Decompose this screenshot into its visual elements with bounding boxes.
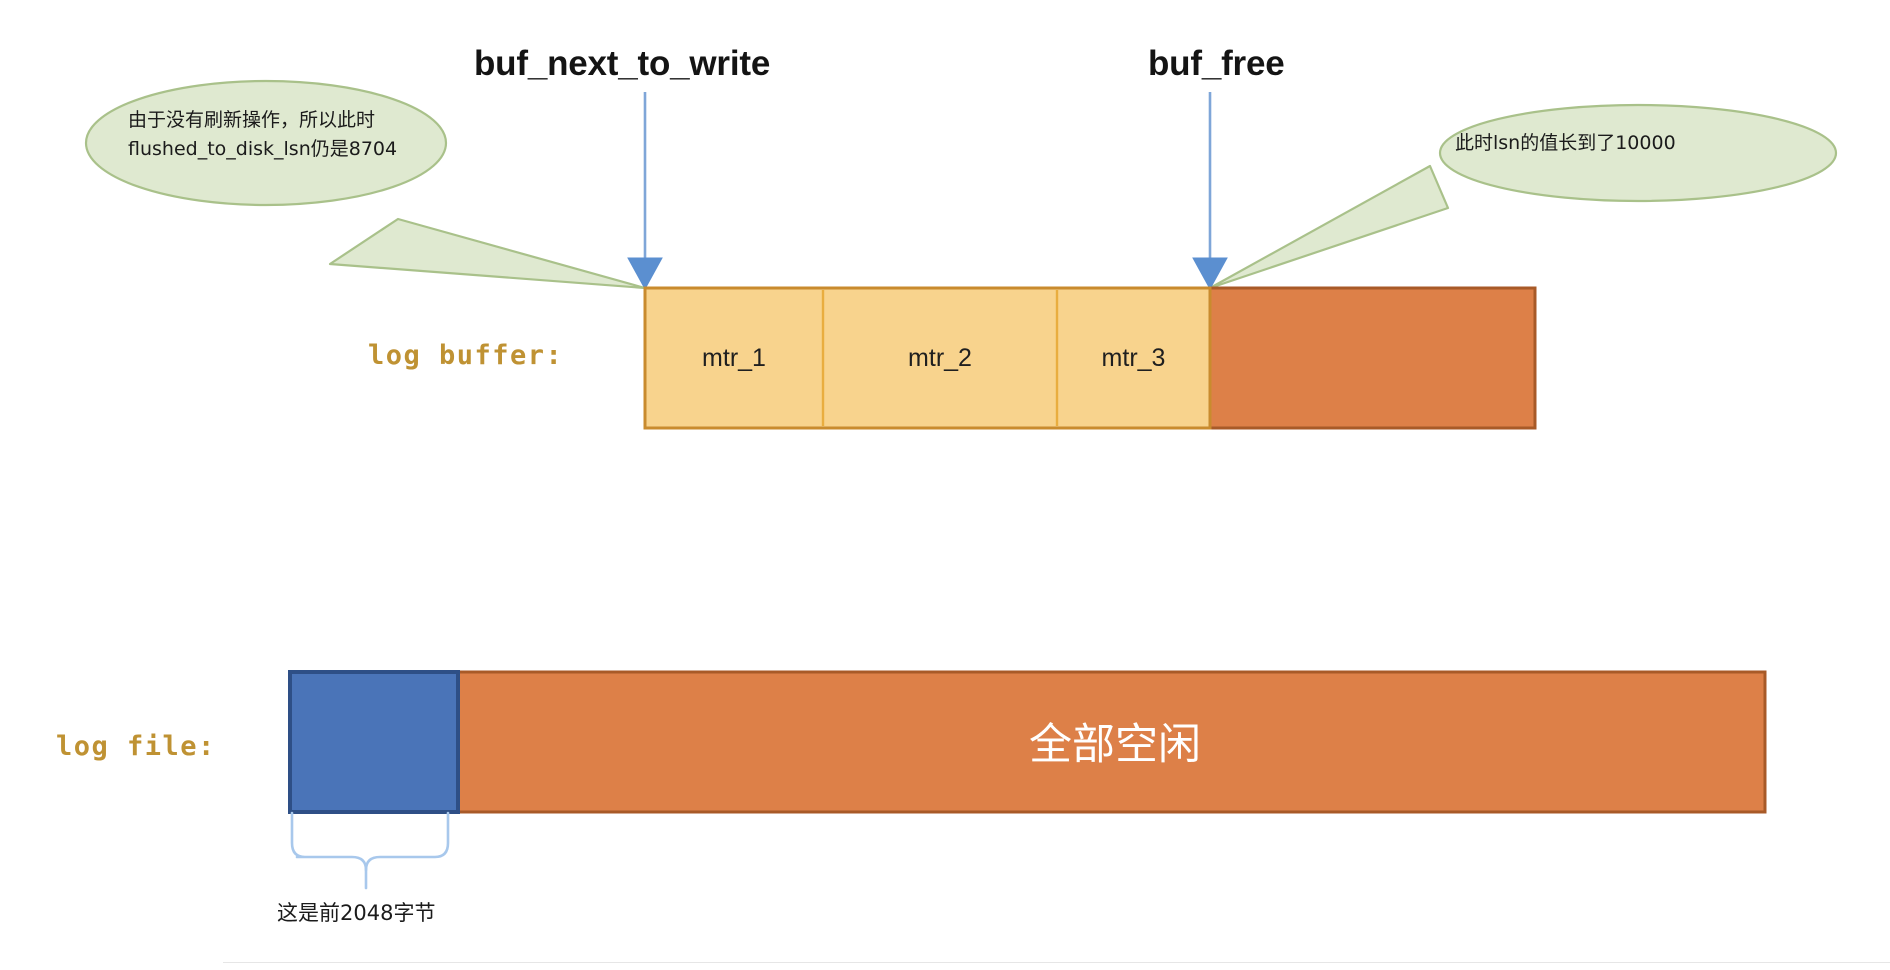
pointer-label-buf-free: buf_free (1148, 44, 1285, 83)
log-buffer-cell-mtr-3: mtr_3 (1101, 344, 1166, 372)
log-file-free-label: 全部空闲 (1029, 720, 1201, 770)
log-file-written-region (288, 670, 460, 814)
log-buffer-free-region (1208, 286, 1537, 430)
callout-right-bubble (1438, 103, 1838, 203)
log-file-free-region (456, 670, 1767, 814)
log-buffer-bar (643, 286, 1537, 430)
brace-2048-bytes (290, 811, 450, 890)
callout-left-bubble (84, 79, 448, 207)
arrow-buf-free (1192, 92, 1228, 291)
callout-left-text: 由于没有刷新操作，所以此时flushed_to_disk_lsn仍是8704 (128, 109, 398, 161)
log-buffer-cell-mtr-2: mtr_2 (908, 344, 972, 372)
callout-right-text: 此时lsn的值长到了10000 (1455, 132, 1676, 154)
arrow-buf-next-to-write (627, 92, 663, 291)
log-file-label: log file: (56, 731, 216, 762)
callout-left (84, 79, 647, 290)
brace-caption-2048-bytes: 这是前2048字节 (277, 901, 436, 925)
brace-path (290, 811, 450, 872)
arrow-head (1192, 257, 1228, 291)
callout-right-tail (1208, 164, 1450, 290)
log-buffer-used-region (643, 286, 1212, 430)
log-buffer-label: log buffer: (368, 340, 564, 371)
arrow-head (627, 257, 663, 291)
log-file-bar (288, 670, 1767, 814)
bottom-divider (223, 962, 1890, 963)
callout-left-tail (328, 217, 647, 290)
callout-right (1208, 103, 1838, 290)
pointer-label-buf-next-to-write: buf_next_to_write (474, 44, 771, 83)
log-buffer-cell-mtr-1: mtr_1 (702, 344, 766, 372)
